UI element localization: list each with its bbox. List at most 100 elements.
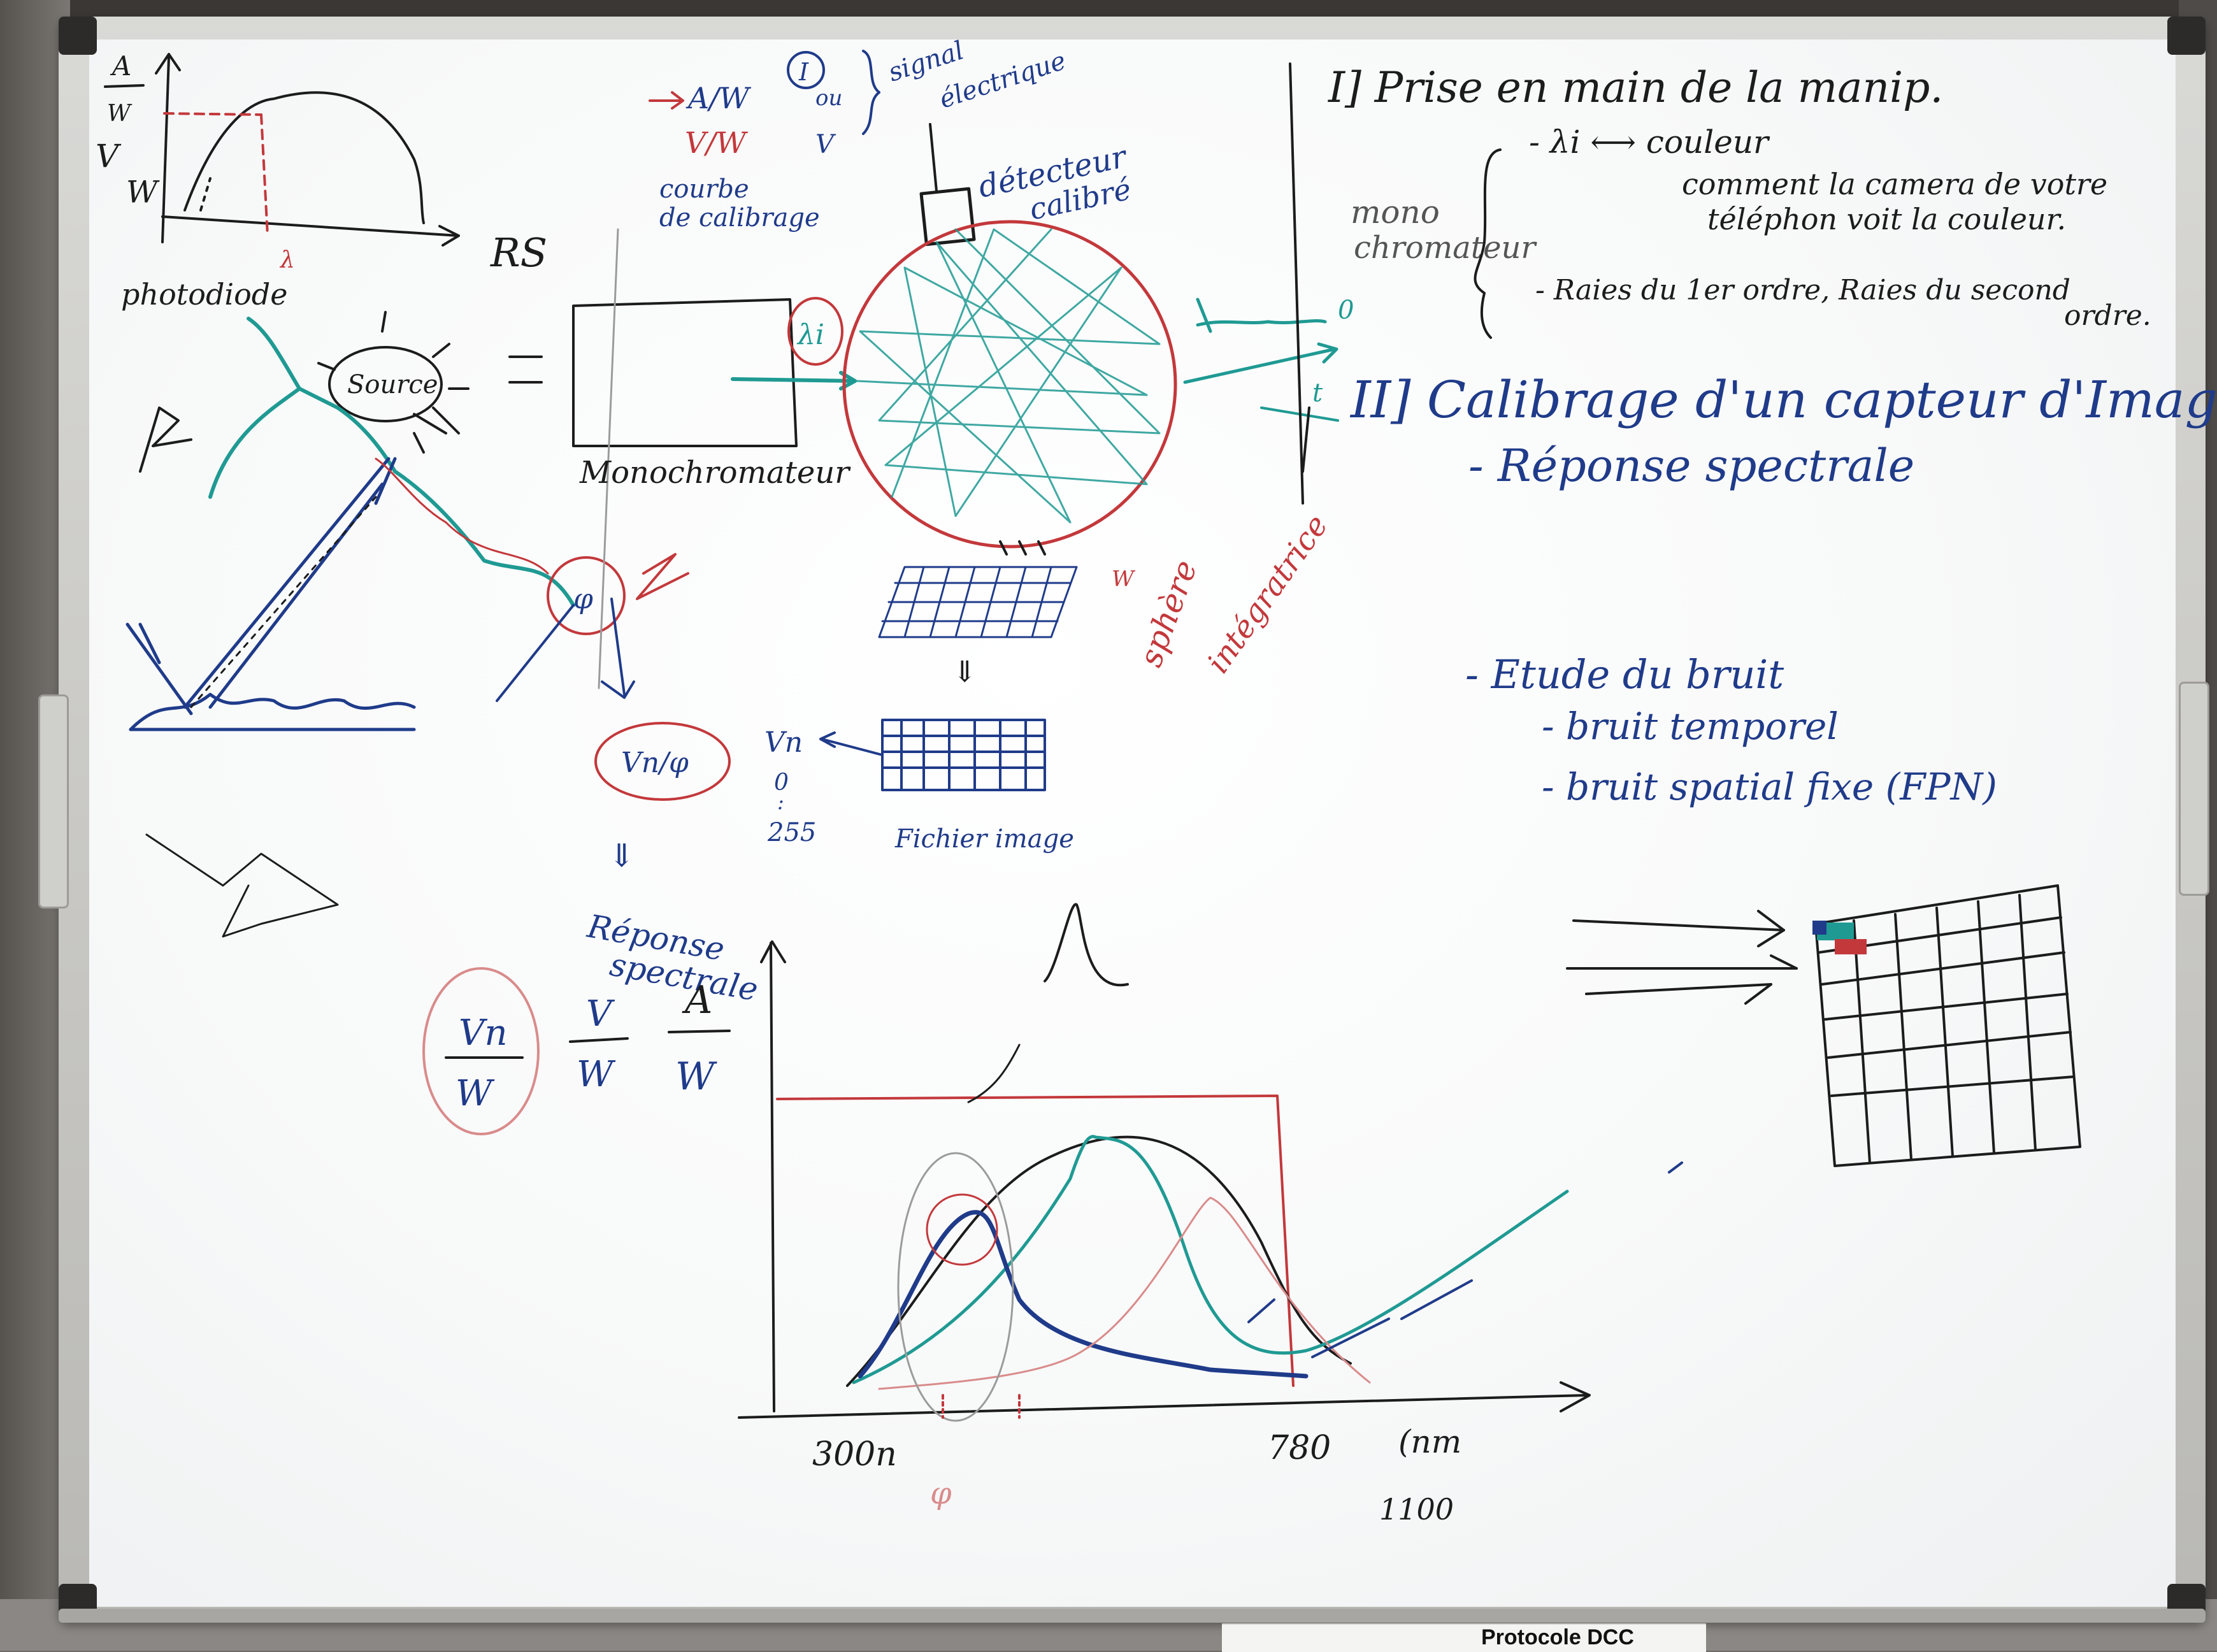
dashed-peak-line xyxy=(260,113,269,237)
label-protocole: Protocole DCC xyxy=(1481,1625,1634,1649)
stray-mark xyxy=(1668,1161,1683,1174)
photodiode-label: photodiode xyxy=(121,277,287,312)
unit-w-2: W xyxy=(577,1054,616,1095)
frame-corner-tl xyxy=(59,17,97,55)
lambda-circle xyxy=(787,297,843,366)
wall-clip-left xyxy=(38,694,69,909)
pixel-blue xyxy=(1812,921,1826,935)
red-circle-phi xyxy=(547,556,626,635)
t-label: t xyxy=(1312,378,1323,408)
red-box xyxy=(776,1095,1295,1387)
x-label-1100: 1100 xyxy=(1379,1492,1454,1526)
reponse-spectrale: - Réponse spectrale xyxy=(1468,440,1914,492)
etude-du-bruit: - Etude du bruit xyxy=(1465,651,1784,698)
peak-circle xyxy=(926,1193,998,1266)
peak-pointer xyxy=(967,1044,1021,1103)
axis-a-label: A xyxy=(110,50,131,82)
integrating-sphere xyxy=(842,220,1177,549)
source-label: Source xyxy=(347,370,438,399)
bruit-temporel: - bruit temporel xyxy=(1542,705,1839,748)
red-w-marks xyxy=(636,553,689,600)
monochromator-box xyxy=(572,298,798,447)
monochromateur-label: Monochromateur xyxy=(579,455,851,491)
rs-label: RS xyxy=(490,229,547,276)
vn-w-circle xyxy=(422,967,540,1135)
unit-w-3: W xyxy=(675,1054,717,1099)
dots: : xyxy=(777,790,784,814)
ou-label: ou xyxy=(815,85,842,111)
zero-value: 0 xyxy=(774,770,789,796)
tick-marks xyxy=(942,1394,1021,1419)
source-rays xyxy=(317,311,470,454)
item-raies: - Raies du 1er ordre, Raies du second xyxy=(1535,274,2070,306)
calibrage-label: de calibrage xyxy=(659,203,820,233)
dotted-beam xyxy=(190,496,377,708)
photodiode-response-sketch xyxy=(155,53,460,247)
sphere-rays xyxy=(856,228,1161,524)
sphere-port xyxy=(999,540,1046,556)
sensor-grid-top xyxy=(878,566,1078,638)
nm-label: (nm xyxy=(1398,1423,1461,1460)
brace xyxy=(862,50,880,135)
mono-brace xyxy=(1474,148,1502,339)
section1-title: I] Prise en main de la manip. xyxy=(1328,63,1943,112)
lambda-i-label: λi xyxy=(796,319,824,351)
teal-signal-trace xyxy=(1196,298,1327,333)
item-telephone: téléphon voit la couleur. xyxy=(1707,202,2066,236)
image-file-grid xyxy=(881,719,1046,791)
blue-arrows-down xyxy=(496,598,635,702)
source-circle xyxy=(328,346,443,422)
aw-label: A/W xyxy=(685,81,752,115)
blue-strokes xyxy=(1247,1279,1473,1358)
pixel-red xyxy=(1835,939,1867,954)
x-label-300: 300n xyxy=(812,1435,897,1474)
unit-v: V xyxy=(586,993,615,1035)
sphere-label: sphère xyxy=(1132,556,1205,672)
signal-wire xyxy=(929,123,938,192)
marker-tray xyxy=(59,1609,2206,1623)
fraction-bar-a xyxy=(668,1030,731,1033)
whiteboard-surface xyxy=(89,40,2176,1607)
vn-phi-label: Vn/φ xyxy=(621,747,689,779)
wall-clip-right xyxy=(2179,682,2209,896)
arrow-sketch-grey xyxy=(145,833,339,938)
roman-one-circle xyxy=(787,51,825,89)
grey-line xyxy=(598,228,619,689)
axis-vw-unit: W xyxy=(126,175,160,210)
phi-symbol: φ xyxy=(573,583,593,615)
arrow-to-vn xyxy=(819,731,884,756)
unit-w-1: W xyxy=(456,1073,495,1114)
roman-one: I xyxy=(798,58,809,86)
w-small-label: W xyxy=(1112,566,1136,592)
item-ordre: ordre. xyxy=(2064,299,2151,332)
double-arrow-1: ⇓ xyxy=(952,654,977,689)
item-camera: comment la camera de votre xyxy=(1682,167,2107,201)
divider-line xyxy=(1289,62,1310,505)
integratrice-label: intégratrice xyxy=(1200,508,1335,680)
fraction-bar-v xyxy=(569,1037,629,1043)
dashed-max-line xyxy=(163,112,262,116)
fraction-bar xyxy=(104,84,145,88)
mono-label: mono xyxy=(1351,194,1440,231)
black-broad-curve xyxy=(846,1135,1352,1387)
teal-light-path xyxy=(208,317,575,607)
axis-v-label: V xyxy=(96,138,122,175)
courbe-label: courbe xyxy=(659,175,749,204)
mono-input-lines xyxy=(508,356,543,384)
unit-vn: Vn xyxy=(459,1012,508,1054)
x-label-780: 780 xyxy=(1268,1429,1331,1467)
grating-beams xyxy=(126,457,416,731)
vw-label: V/W xyxy=(685,126,749,160)
noise-sensor-grid xyxy=(1566,884,2081,1167)
sharp-peak xyxy=(1044,903,1129,987)
detector-box xyxy=(919,187,976,247)
mirror-sketch xyxy=(139,406,460,473)
vn-label: Vn xyxy=(764,726,803,759)
chromateur-label: chromateur xyxy=(1354,230,1537,266)
phi-pink: φ xyxy=(930,1476,952,1511)
bruit-spatial-fixe: - bruit spatial fixe (FPN) xyxy=(1542,765,1997,808)
vn-phi-circle xyxy=(594,722,731,801)
teal-curve xyxy=(852,1135,1569,1384)
item-lambda-couleur: - λi ⟷ couleur xyxy=(1529,124,1770,161)
